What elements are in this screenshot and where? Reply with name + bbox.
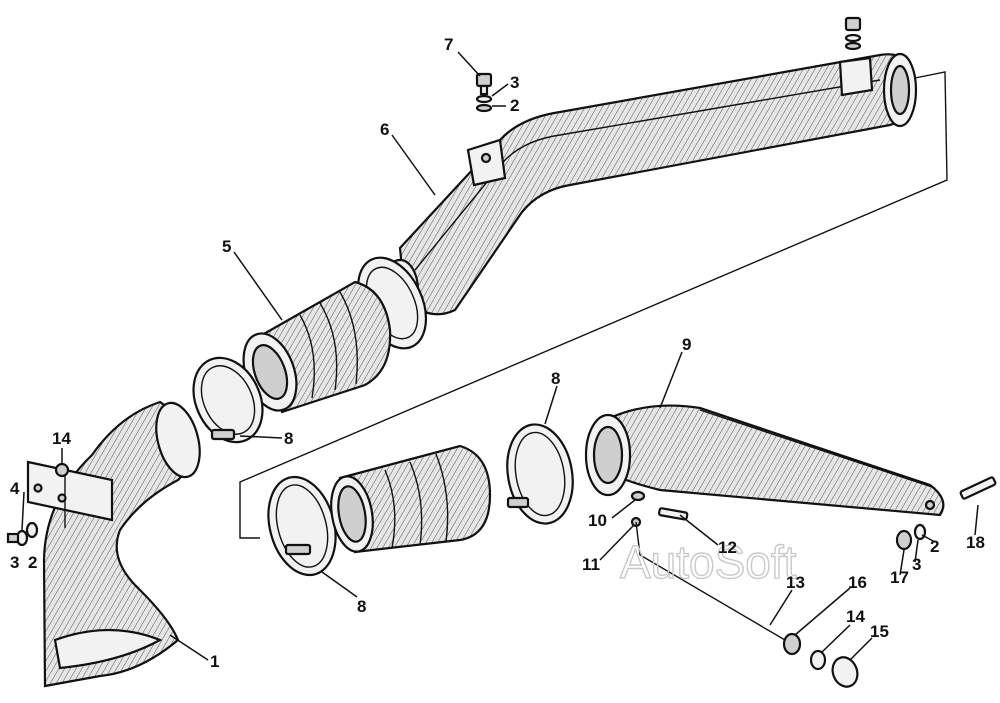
rubber-hose-lower xyxy=(330,444,492,554)
callout-3: 3 xyxy=(10,553,19,572)
clamp-ring-lower-left xyxy=(267,475,337,577)
callout-15: 15 xyxy=(870,622,889,641)
callout-14: 14 xyxy=(846,607,865,626)
callout-13: 13 xyxy=(786,573,805,592)
callout-5: 5 xyxy=(222,237,231,256)
callout-6: 6 xyxy=(380,120,389,139)
callout-leader-lines xyxy=(21,51,979,661)
assembly-frame-lines xyxy=(239,71,948,539)
callout-9: 9 xyxy=(682,335,691,354)
callout-4: 4 xyxy=(10,479,20,498)
watermark-text: AutoSoft xyxy=(620,536,797,588)
funnel-hardware xyxy=(630,476,997,688)
callout-2: 2 xyxy=(510,96,519,115)
clamp-ring-left xyxy=(192,356,264,444)
callout-3: 3 xyxy=(912,555,921,574)
callout-16: 16 xyxy=(848,573,867,592)
callout-11: 11 xyxy=(582,555,600,574)
upper-air-duct-pipe xyxy=(380,52,918,322)
callout-17: 17 xyxy=(890,568,909,587)
callout-8: 8 xyxy=(551,369,560,388)
callout-2: 2 xyxy=(930,537,939,556)
callout-12: 12 xyxy=(718,538,737,557)
callout-8: 8 xyxy=(284,429,293,448)
callout-labels: 7 3 2 6 5 8 14 4 3 2 1 9 8 8 10 12 11 2 … xyxy=(10,35,985,671)
callout-10: 10 xyxy=(588,511,607,530)
bolt-and-washers-top xyxy=(475,16,862,113)
callout-14: 14 xyxy=(52,429,71,448)
callout-2: 2 xyxy=(28,553,37,572)
callout-7: 7 xyxy=(444,35,453,54)
lower-intake-elbow xyxy=(6,400,201,688)
callout-8: 8 xyxy=(357,597,366,616)
callout-3: 3 xyxy=(510,73,519,92)
callout-1: 1 xyxy=(210,652,219,671)
callout-18: 18 xyxy=(966,533,985,552)
clamp-ring-lower-right xyxy=(506,423,574,525)
intake-funnel xyxy=(584,404,945,517)
